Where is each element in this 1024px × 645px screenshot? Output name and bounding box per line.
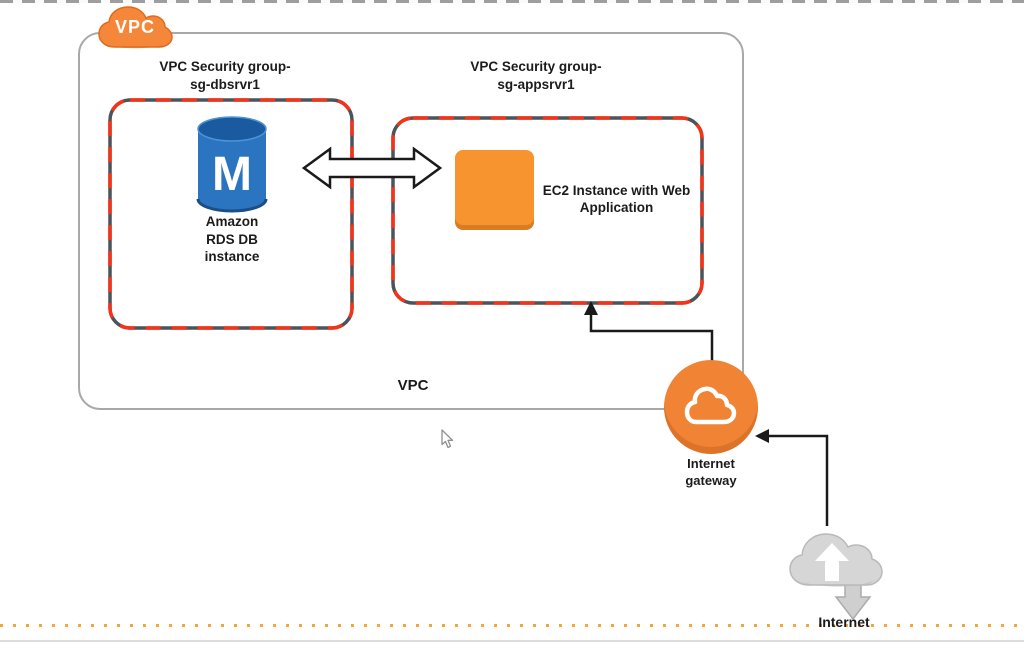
- ec2-label: EC2 Instance with Web Application: [542, 183, 691, 215]
- internet-gateway-icon: [664, 360, 758, 454]
- igw-cloud-glyph: [684, 386, 737, 425]
- sg-dbsrvr1-label: VPC Security group- sg-dbsrvr1: [159, 59, 291, 92]
- arrow-internet-to-igw: [755, 429, 829, 526]
- rds-monogram: M: [212, 148, 252, 201]
- internet-cloud-icon: [789, 533, 883, 621]
- bottom-edge-line: [0, 640, 1024, 642]
- internet-label: Internet: [818, 614, 870, 630]
- internet-gateway-label: Internet gateway: [685, 456, 737, 488]
- arrow-igw-to-security-group: [584, 301, 714, 364]
- sg-appsrvr1-label: VPC Security group- sg-appsrvr1: [470, 59, 602, 92]
- vpc-cloud-badge-icon: [98, 6, 173, 49]
- security-group-appsrvr1: [391, 116, 704, 305]
- ec2-instance-icon: [455, 150, 534, 230]
- rds-label: Amazon RDS DB instance: [204, 214, 260, 264]
- security-group-dbsrvr1: [108, 98, 354, 330]
- mouse-cursor: [441, 429, 454, 449]
- dotted-boundary-line: [0, 624, 1024, 627]
- rds-database-icon: M: [196, 116, 268, 213]
- vpc-container: [78, 32, 744, 410]
- vpc-badge-label: VPC: [114, 17, 155, 37]
- bidirectional-arrow: [302, 146, 442, 190]
- top-cropped-dashed-line: [0, 0, 1024, 3]
- vpc-label: VPC: [397, 377, 429, 394]
